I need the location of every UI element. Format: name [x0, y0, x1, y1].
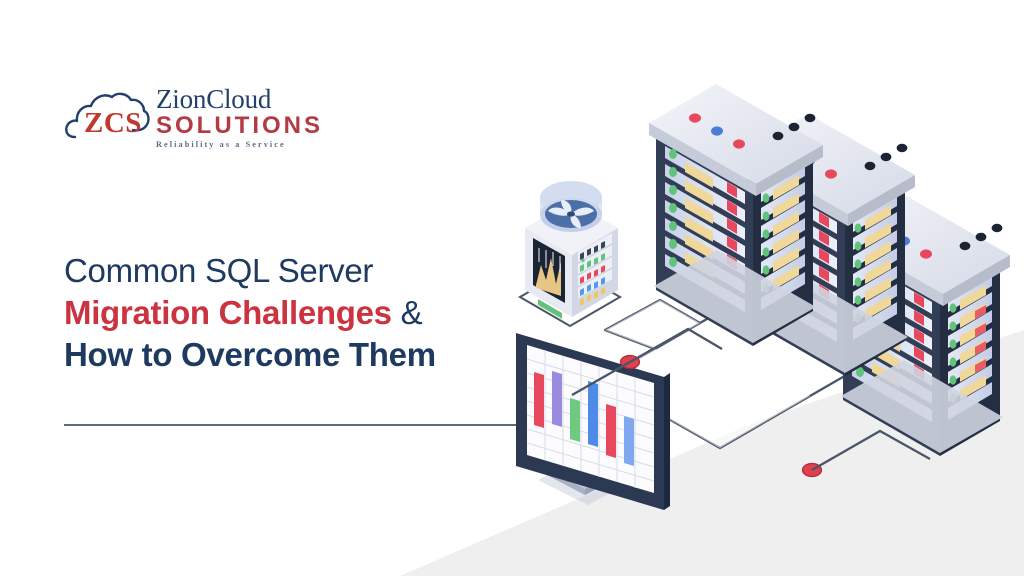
bar-6 — [624, 416, 634, 466]
brand-name-line1: ZionCloud — [156, 84, 272, 114]
monitor — [516, 333, 670, 510]
led-row-5 — [580, 287, 605, 306]
led-row-4 — [580, 277, 605, 296]
headline-line-1: Common SQL Server — [64, 252, 374, 289]
page-title: Common SQL Server Migration Challenges &… — [64, 250, 436, 376]
headline-line-3: How to Overcome Them — [64, 336, 436, 373]
divider — [64, 424, 516, 426]
server-rack-left — [649, 84, 823, 346]
bar-4 — [588, 381, 598, 447]
rack-left-top — [649, 84, 823, 184]
rack-left-indicators — [689, 113, 816, 149]
rack-right-units-right — [948, 274, 992, 420]
bar-2 — [552, 371, 562, 427]
analytics-chart — [536, 248, 561, 296]
led-row-2 — [580, 253, 605, 272]
brand-tagline: Reliability as a Service — [156, 139, 286, 149]
bar-3 — [570, 398, 580, 442]
cooling-fan — [540, 181, 602, 232]
bar-5 — [606, 404, 616, 458]
brand-logo[interactable]: ZCS ZionCloud SOLUTIONS Reliability as a… — [64, 84, 324, 151]
headline-highlight: Migration Challenges — [64, 294, 392, 331]
led-strips — [578, 233, 612, 306]
logo-mark-text: ZCS — [84, 107, 142, 140]
brand-name-line2: SOLUTIONS — [156, 111, 324, 139]
node-connectors — [571, 327, 931, 471]
led-row-1 — [580, 241, 605, 260]
headline-ampersand: & — [400, 294, 423, 331]
status-bar — [538, 299, 562, 319]
cooling-unit — [518, 181, 622, 328]
bar-1 — [534, 372, 544, 428]
headline-line-2: Migration Challenges & — [64, 292, 436, 334]
screen-bar-chart — [534, 371, 634, 466]
led-row-3 — [580, 265, 605, 284]
cloud-icon: ZCS — [64, 90, 150, 148]
brand-wordmark: ZionCloud SOLUTIONS Reliability as a Ser… — [156, 84, 324, 149]
